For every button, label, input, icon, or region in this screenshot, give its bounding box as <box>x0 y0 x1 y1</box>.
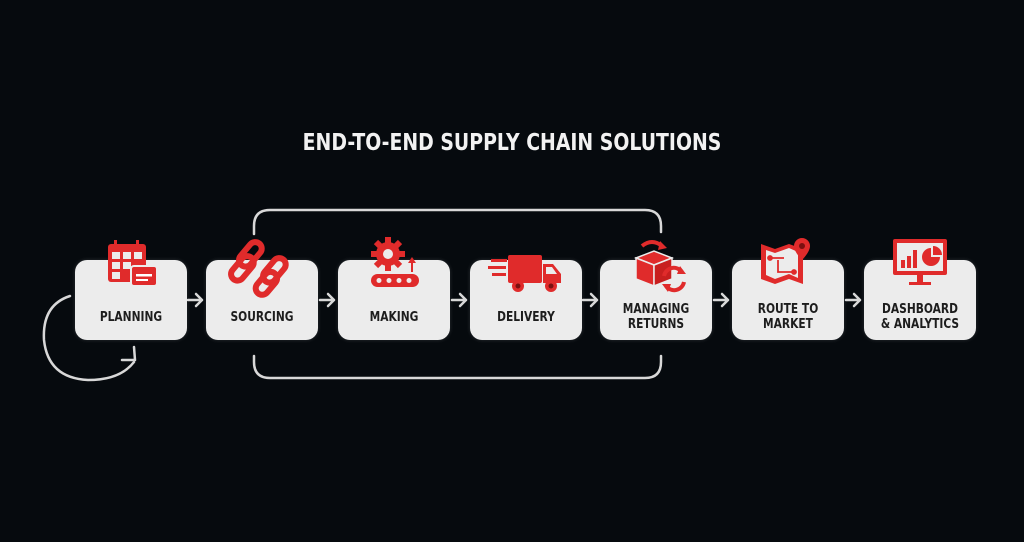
step-delivery: DELIVERY <box>470 260 582 340</box>
chain-links-icon <box>228 239 289 298</box>
gear-conveyor-icon <box>371 237 419 287</box>
return-box-icon <box>633 240 686 293</box>
step-label: DASHBOARD& ANALYTICS <box>880 302 960 332</box>
feedback-bracket-top <box>252 208 663 236</box>
step-label: MAKING <box>369 310 419 325</box>
calendar-icon <box>108 240 158 287</box>
step-label: DELIVERY <box>497 310 555 325</box>
planning-loop-arrow <box>42 294 136 382</box>
map-pin-icon <box>761 238 810 284</box>
flow-arrows <box>186 292 862 308</box>
diagram-title: END-TO-END SUPPLY CHAIN SOLUTIONS <box>302 130 722 156</box>
truck-icon <box>488 255 561 292</box>
planning-loop-arrowhead <box>120 345 137 362</box>
monitor-chart-icon <box>893 239 947 285</box>
feedback-bracket-bottom <box>252 354 663 380</box>
step-label: SOURCING <box>230 310 294 325</box>
step-label: PLANNING <box>99 310 163 325</box>
step-making: MAKING <box>338 260 450 340</box>
